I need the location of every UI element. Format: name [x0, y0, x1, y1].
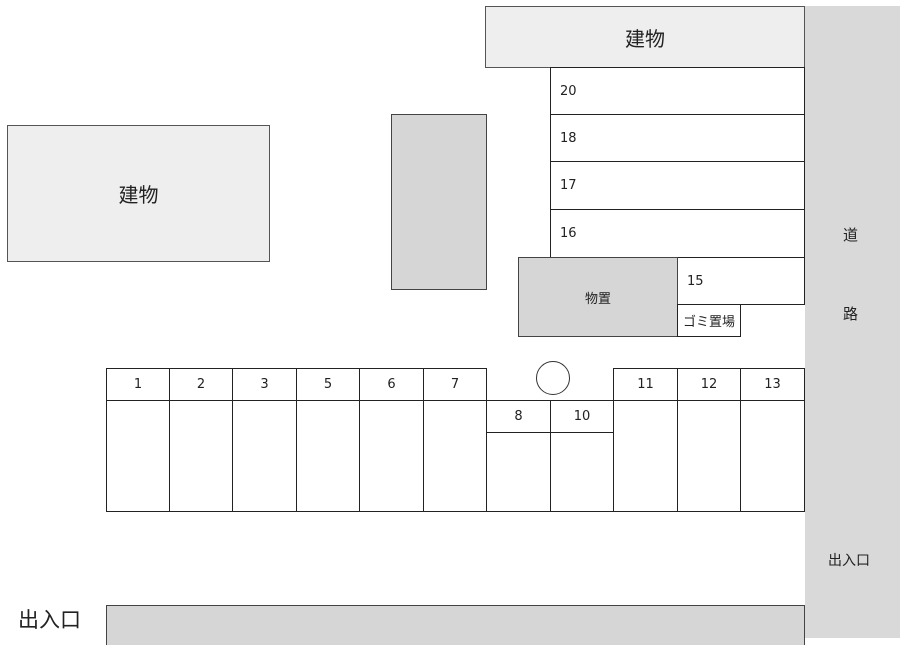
space-number: 6 [387, 377, 396, 392]
building-label: 建物 [625, 26, 665, 51]
parking-space-20: 20 [550, 67, 805, 115]
parking-space-3-label: 3 [232, 368, 297, 401]
parking-space-10 [550, 432, 614, 512]
parking-space-13-label: 13 [740, 368, 805, 401]
building-left: 建物 [7, 125, 270, 262]
storage-label: 物置 [584, 291, 611, 307]
parking-space-1-label: 1 [106, 368, 170, 401]
parking-space-12 [677, 400, 741, 512]
space-number: 18 [560, 130, 577, 146]
parking-space-11-label: 11 [613, 368, 678, 401]
parking-space-11 [613, 400, 678, 512]
space-number: 12 [700, 377, 718, 392]
parking-space-1 [106, 400, 170, 512]
road-label-1: 道 [843, 226, 859, 244]
entrance-bottom-label: 出入口 [18, 608, 81, 632]
gray-structure [391, 114, 487, 290]
parking-space-18: 18 [550, 114, 805, 162]
building-label: 建物 [118, 183, 159, 207]
road-label-2: 路 [843, 305, 859, 323]
storage-shed: 物置 [518, 257, 678, 337]
parking-space-17: 17 [550, 161, 805, 210]
parking-space-6 [359, 400, 424, 512]
building-top-right: 建物 [485, 6, 805, 68]
road-entrance-label: 出入口 [828, 553, 870, 569]
parking-space-5 [296, 400, 360, 512]
parking-space-16: 16 [550, 209, 805, 258]
parking-space-15: 15 [677, 257, 805, 305]
space-number: 7 [450, 377, 460, 392]
space-number: 20 [560, 83, 577, 99]
garbage-label: ゴミ置場 [682, 315, 735, 330]
parking-space-12-label: 12 [677, 368, 741, 401]
parking-space-2 [169, 400, 233, 512]
garbage-area: ゴミ置場 [677, 304, 741, 337]
parking-space-7-label: 7 [423, 368, 487, 401]
parking-space-8 [486, 432, 551, 512]
parking-space-13 [740, 400, 805, 512]
space-number: 17 [560, 178, 577, 193]
space-number: 15 [687, 273, 704, 289]
space-number: 11 [637, 377, 654, 392]
parking-space-2-label: 2 [169, 368, 233, 401]
circle-marker [536, 361, 570, 395]
parking-space-5-label: 5 [296, 368, 360, 401]
space-number: 8 [514, 409, 523, 424]
entrance-bottom-strip [106, 605, 805, 645]
parking-space-6-label: 6 [359, 368, 424, 401]
space-number: 13 [764, 377, 781, 392]
space-number: 2 [196, 377, 206, 392]
parking-space-8-label: 8 [486, 400, 551, 433]
space-number: 10 [573, 409, 591, 424]
space-number: 16 [560, 226, 577, 241]
parking-space-7 [423, 400, 487, 512]
road [805, 6, 900, 638]
parking-space-10-label: 10 [550, 400, 614, 433]
space-number: 3 [260, 377, 269, 392]
space-number: 1 [133, 377, 143, 392]
space-number: 5 [323, 377, 333, 392]
parking-space-3 [232, 400, 297, 512]
